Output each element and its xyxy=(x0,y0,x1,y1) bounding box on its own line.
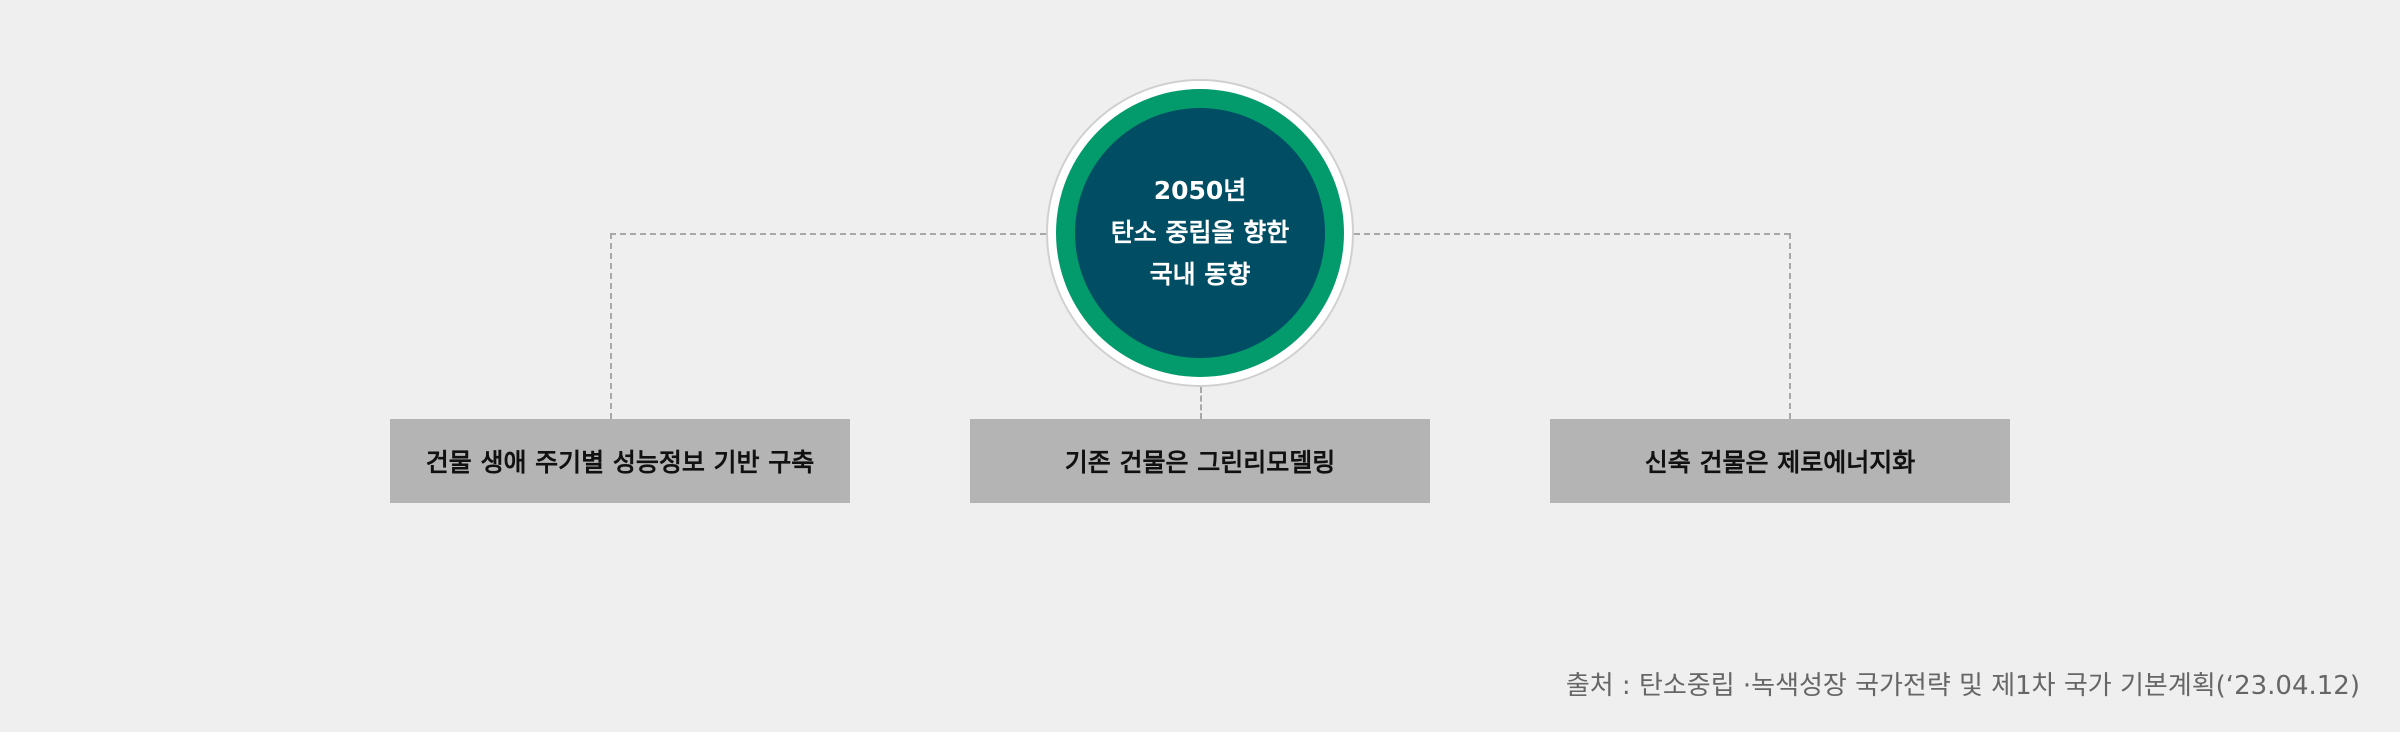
box-label: 건물 생애 주기별 성능정보 기반 구축 xyxy=(425,448,815,477)
box-lifecycle-info: 건물 생애 주기별 성능정보 기반 구축 xyxy=(390,419,850,503)
connector-left xyxy=(610,233,1046,235)
box-zero-energy: 신축 건물은 제로에너지화 xyxy=(1550,419,2010,503)
connector-center-down xyxy=(1200,387,1202,419)
connector-right xyxy=(1354,233,1790,235)
connector-right-down xyxy=(1789,233,1791,419)
box-green-remodeling: 기존 건물은 그린리모델링 xyxy=(970,419,1430,503)
center-title-line-1: 2050년 xyxy=(1153,176,1247,205)
center-title-line-3: 국내 동향 xyxy=(1149,260,1251,289)
box-label: 신축 건물은 제로에너지화 xyxy=(1644,448,1916,477)
connector-left-down xyxy=(610,233,612,419)
center-title-line-2: 탄소 중립을 향한 xyxy=(1110,218,1290,247)
source-caption: 출처 : 탄소중립 ·녹색성장 국가전략 및 제1차 국가 기본계획(‘23.0… xyxy=(1565,671,2360,701)
box-label: 기존 건물은 그린리모델링 xyxy=(1064,448,1336,477)
center-circle: 2050년 탄소 중립을 향한 국내 동향 xyxy=(1075,108,1325,358)
